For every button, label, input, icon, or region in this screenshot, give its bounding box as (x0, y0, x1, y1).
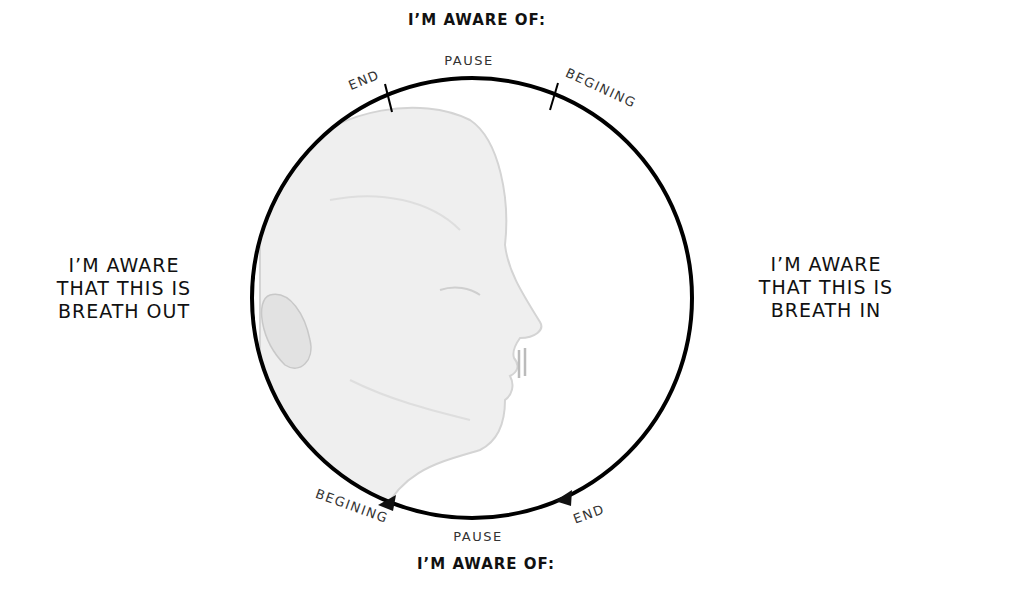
side-note: I’M AWARE THAT THIS IS BREATH IN (746, 253, 906, 321)
cycle-circle (252, 78, 692, 518)
section-heading: I’M AWARE OF: (417, 555, 555, 573)
phase-mark: PAUSE (444, 53, 493, 68)
tick (550, 83, 558, 110)
arrowhead (555, 490, 572, 506)
section-heading: I’M AWARE OF: (408, 11, 546, 29)
phase-mark: END (571, 501, 607, 526)
tick (385, 84, 392, 112)
side-note: I’M AWARE THAT THIS IS BREATH OUT (44, 254, 204, 322)
phase-mark: END (346, 67, 382, 93)
face-profile (260, 108, 541, 520)
phase-mark: PAUSE (453, 529, 502, 544)
